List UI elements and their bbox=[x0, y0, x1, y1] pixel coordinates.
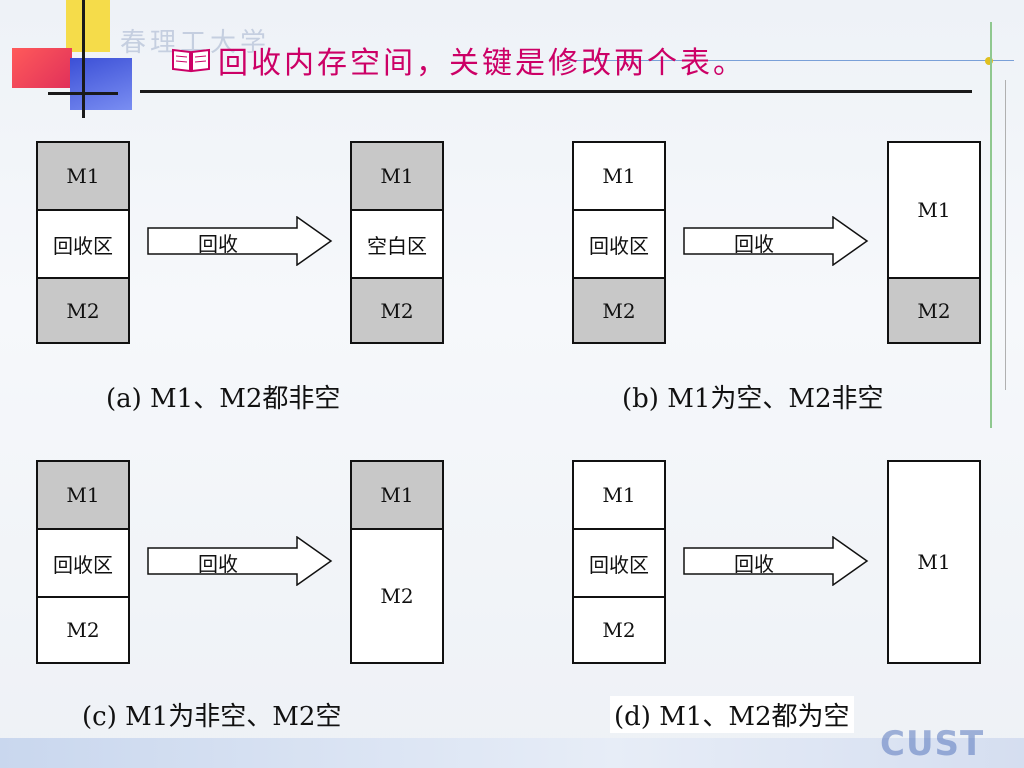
b-arrow-icon bbox=[683, 216, 869, 266]
b-arrow-label: 回收 bbox=[734, 232, 774, 256]
decor-right-line bbox=[990, 22, 992, 428]
b-before-m2: M2 bbox=[572, 277, 666, 344]
a-before-reclaim-area: 回收区 bbox=[36, 209, 130, 279]
footer-band bbox=[0, 738, 1024, 768]
decor-vertical-line bbox=[82, 0, 85, 118]
c-after-merged-m2: M2 bbox=[350, 528, 444, 664]
a-after-m2: M2 bbox=[350, 277, 444, 344]
header-divider bbox=[140, 90, 972, 93]
slide-title: 回收内存空间，关键是修改两个表。 bbox=[218, 46, 746, 81]
brand-logo: CUST bbox=[880, 724, 985, 764]
caption-d: (d) M1、M2都为空 bbox=[610, 696, 854, 733]
decor-blue-block bbox=[70, 58, 132, 110]
b-after-m2: M2 bbox=[887, 277, 981, 344]
slide-title-row: 回收内存空间，关键是修改两个表。 bbox=[170, 40, 746, 81]
d-after-merged-m1: M1 bbox=[887, 460, 981, 664]
d-arrow-label: 回收 bbox=[734, 552, 774, 576]
caption-b: (b) M1为空、M2非空 bbox=[622, 384, 884, 414]
decor-red-block bbox=[12, 48, 72, 88]
decor-short-line bbox=[48, 92, 118, 95]
caption-c: (c) M1为非空、M2空 bbox=[82, 702, 342, 732]
c-arrow-label: 回收 bbox=[198, 552, 238, 576]
c-arrow-icon bbox=[147, 536, 333, 586]
decor-dot bbox=[985, 57, 993, 65]
caption-a: (a) M1、M2都非空 bbox=[106, 384, 341, 414]
b-before-m1: M1 bbox=[572, 141, 666, 211]
c-before-m1: M1 bbox=[36, 460, 130, 530]
b-before-reclaim-area: 回收区 bbox=[572, 209, 666, 279]
decor-blue-line bbox=[560, 60, 1014, 61]
a-before-m2: M2 bbox=[36, 277, 130, 344]
d-before-m2: M2 bbox=[572, 596, 666, 664]
c-after-m1: M1 bbox=[350, 460, 444, 530]
book-icon bbox=[172, 48, 210, 73]
a-after-m1: M1 bbox=[350, 141, 444, 211]
b-after-merged-m1: M1 bbox=[887, 141, 981, 279]
d-before-m1: M1 bbox=[572, 460, 666, 530]
a-before-m1: M1 bbox=[36, 141, 130, 211]
a-after-free-area: 空白区 bbox=[350, 209, 444, 279]
decor-yellow-block bbox=[66, 0, 110, 52]
d-before-reclaim-area: 回收区 bbox=[572, 528, 666, 598]
d-arrow-icon bbox=[683, 536, 869, 586]
c-before-m2: M2 bbox=[36, 596, 130, 664]
a-arrow-icon bbox=[147, 216, 333, 266]
decor-right-line-2 bbox=[1005, 80, 1006, 390]
a-arrow-label: 回收 bbox=[198, 232, 238, 256]
c-before-reclaim-area: 回收区 bbox=[36, 528, 130, 598]
